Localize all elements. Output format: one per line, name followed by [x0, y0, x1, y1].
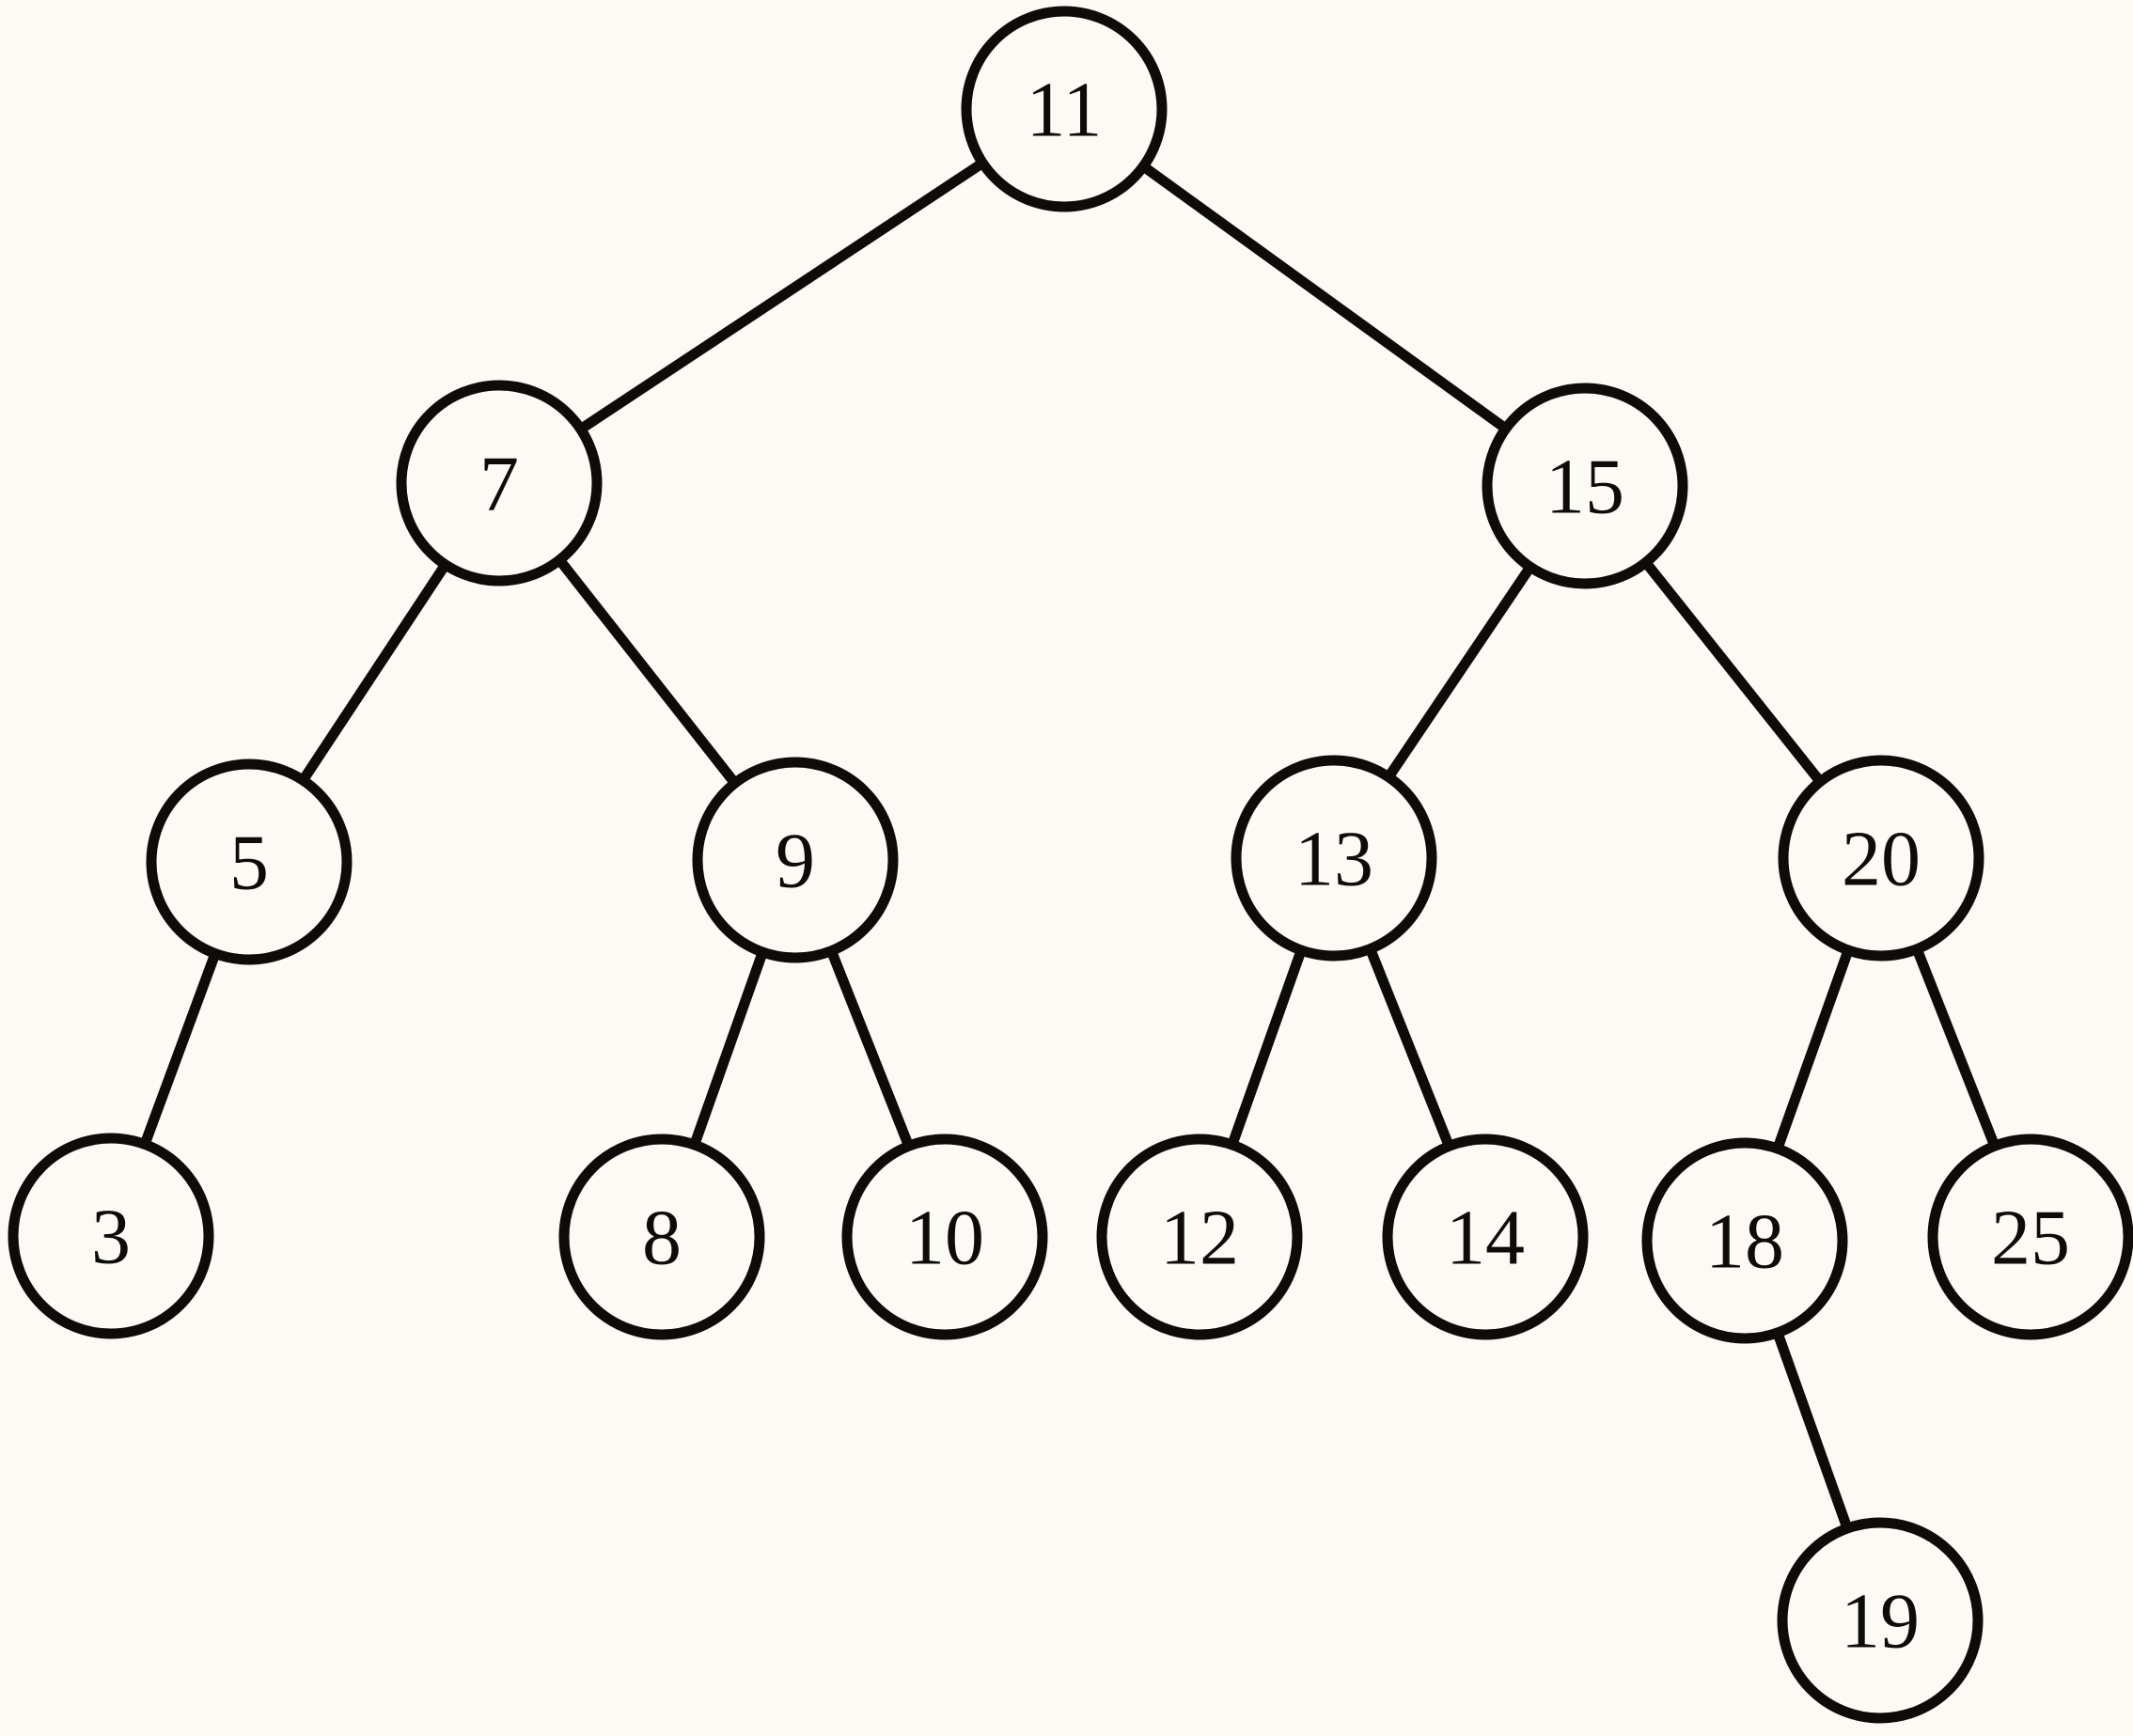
node-value-label: 18: [1705, 1198, 1784, 1286]
node-value-label: 20: [1842, 816, 1921, 903]
tree-node-7: 7: [396, 380, 603, 586]
node-circle: [841, 1134, 1048, 1340]
node-value-label: 9: [776, 818, 815, 905]
node-circle: [1482, 383, 1688, 589]
tree-node-20: 20: [1778, 755, 1984, 962]
node-circle: [1382, 1134, 1589, 1340]
node-circle: [1096, 1134, 1303, 1340]
tree-node-10: 10: [841, 1134, 1048, 1340]
tree-node-15: 15: [1482, 383, 1688, 589]
tree-node-12: 12: [1096, 1134, 1303, 1340]
node-value-label: 25: [1991, 1195, 2070, 1282]
node-circle: [146, 759, 353, 965]
node-value-label: 3: [91, 1194, 131, 1281]
node-value-label: 11: [1027, 67, 1103, 154]
node-value-label: 5: [229, 820, 269, 907]
node-circle: [558, 1134, 765, 1340]
node-value-label: 14: [1446, 1195, 1525, 1282]
tree-node-3: 3: [8, 1133, 214, 1339]
node-circle: [1927, 1134, 2133, 1340]
tree-edges: [105, 103, 2036, 1626]
tree-node-18: 18: [1641, 1137, 1848, 1344]
node-circle: [396, 380, 603, 586]
node-circle: [1641, 1137, 1848, 1344]
node-value-label: 7: [479, 441, 519, 528]
tree-node-13: 13: [1231, 755, 1437, 962]
node-value-label: 10: [905, 1195, 984, 1282]
node-circle: [692, 757, 899, 963]
tree-node-11: 11: [961, 6, 1168, 212]
tree-edge-11-15: [1059, 103, 1591, 492]
tree-node-9: 9: [692, 757, 899, 963]
node-circle: [961, 6, 1168, 212]
tree-node-5: 5: [146, 759, 353, 965]
tree-node-25: 25: [1927, 1134, 2133, 1340]
node-value-label: 12: [1160, 1195, 1239, 1282]
tree-node-8: 8: [558, 1134, 765, 1340]
node-value-label: 8: [642, 1195, 682, 1282]
node-circle: [8, 1133, 214, 1339]
node-value-label: 15: [1545, 444, 1624, 531]
tree-node-19: 19: [1777, 1517, 1984, 1724]
node-value-label: 13: [1294, 816, 1373, 903]
node-circle: [1231, 755, 1437, 962]
node-value-label: 19: [1841, 1578, 1920, 1666]
node-circle: [1778, 755, 1984, 962]
tree-node-14: 14: [1382, 1134, 1589, 1340]
tree-edge-11-7: [494, 103, 1070, 489]
node-circle: [1777, 1517, 1984, 1724]
